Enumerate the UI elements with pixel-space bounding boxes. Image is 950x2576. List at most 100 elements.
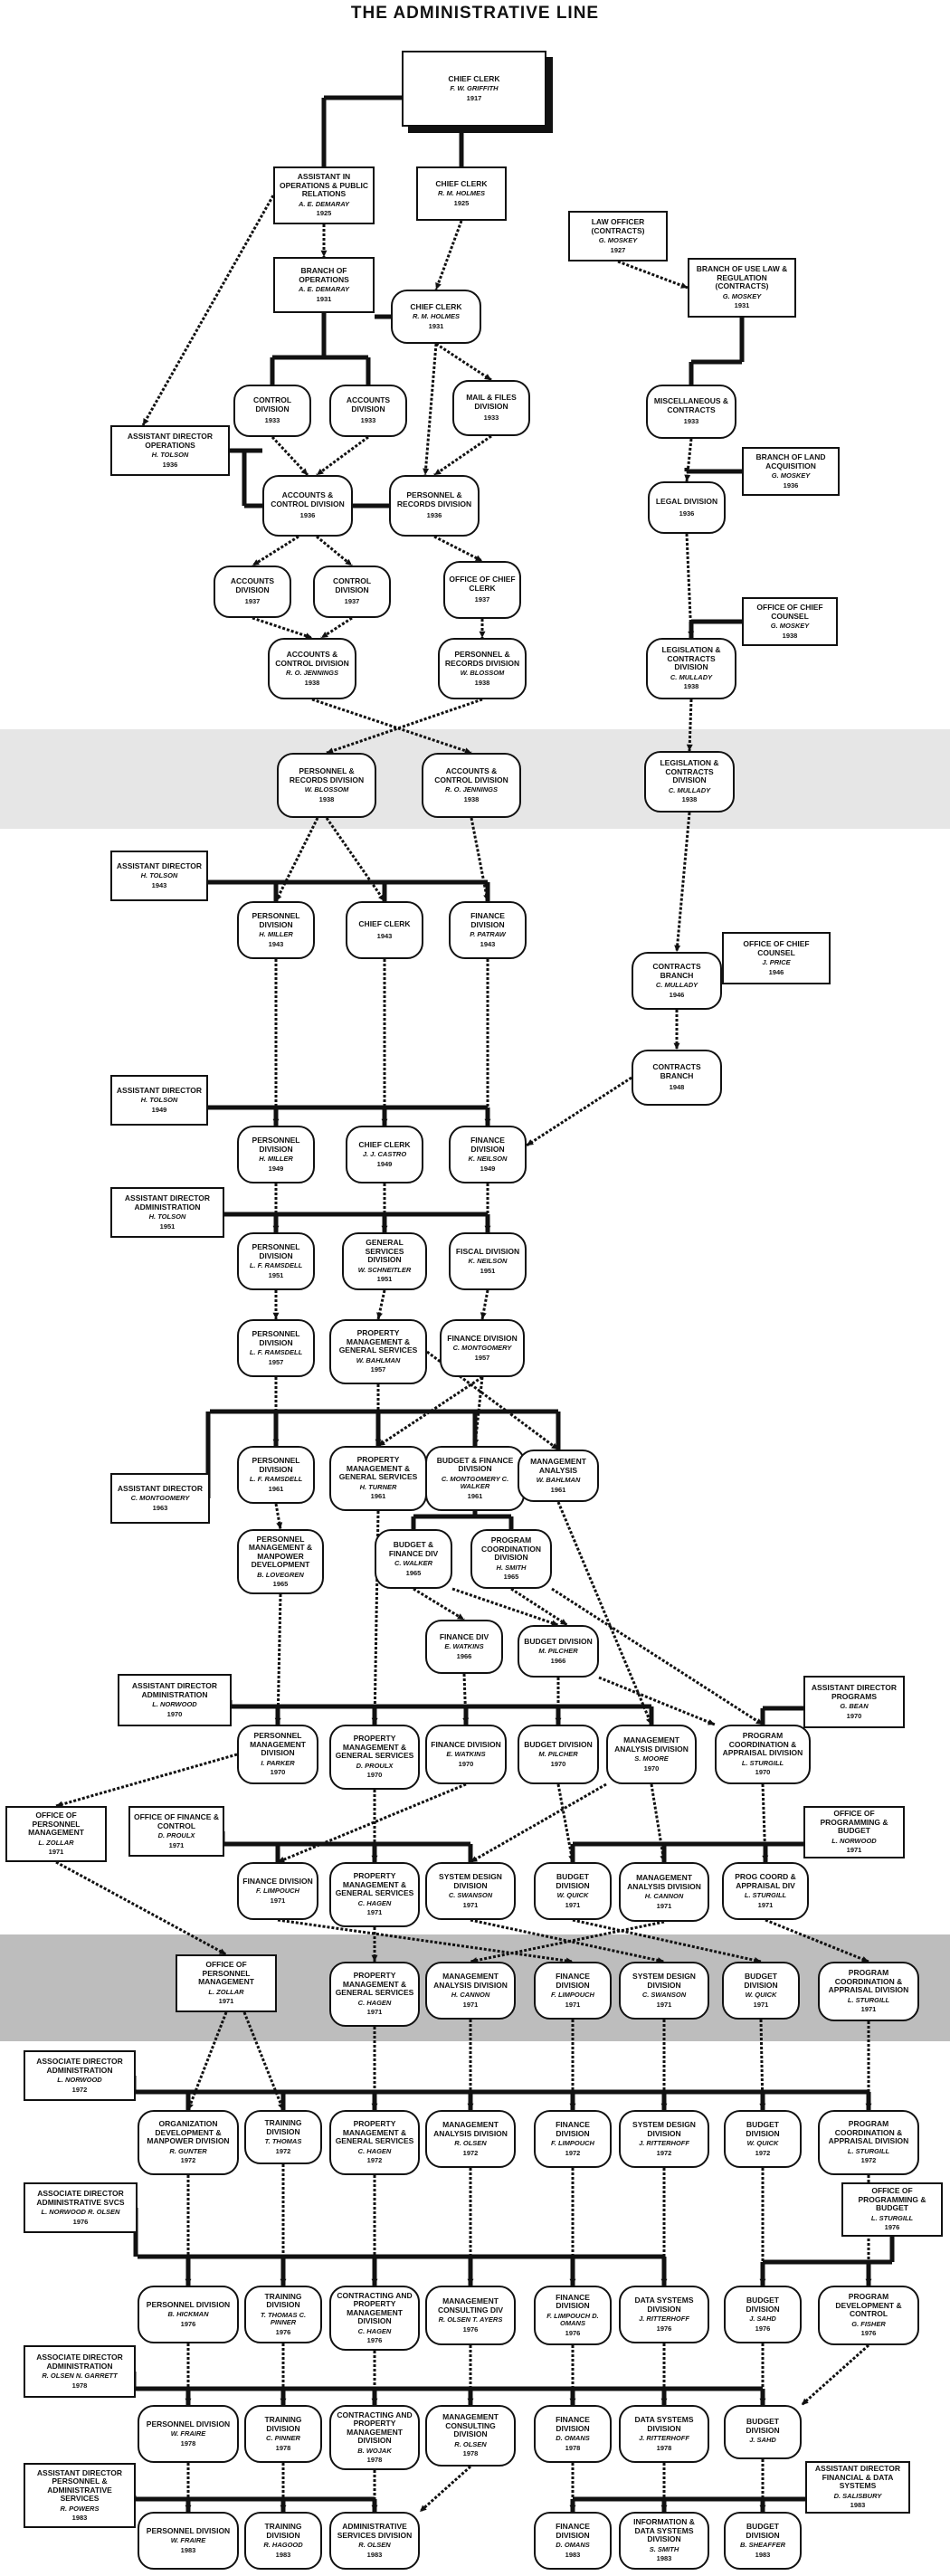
node-person: J. SAHD bbox=[749, 2315, 776, 2324]
node-year: 1971 bbox=[366, 2008, 383, 2017]
node-person: H. MILLER bbox=[259, 1155, 293, 1164]
node-year: 1949 bbox=[268, 1164, 284, 1173]
node-title: PERSONNEL DIVISION bbox=[146, 2299, 231, 2309]
node-person: D. PROULX bbox=[157, 1831, 195, 1840]
node-year: 1972 bbox=[755, 2148, 771, 2157]
arrow-head bbox=[435, 282, 442, 290]
node-person: K. NEILSON bbox=[468, 1155, 508, 1164]
node-year: 1957 bbox=[370, 1365, 386, 1374]
node-year: 1933 bbox=[264, 416, 280, 425]
node-year: 1917 bbox=[466, 93, 482, 102]
node-title: TRAINING DIVISION bbox=[264, 2522, 302, 2540]
transfer-line bbox=[470, 1918, 665, 1963]
node-title: ACCOUNTS & CONTROL DIVISION bbox=[271, 490, 345, 509]
node-title: ASSISTANT IN OPERATIONS & PUBLIC RELATIO… bbox=[279, 172, 369, 199]
node-person: L. ZOLLAR bbox=[38, 1838, 74, 1847]
node-year: 1978 bbox=[71, 2381, 88, 2390]
node-person: F. LIMPOUCH D. OMANS bbox=[546, 2311, 599, 2328]
node-year: 1970 bbox=[270, 1768, 286, 1777]
node-title: BUDGET DIVISION bbox=[556, 1872, 590, 1890]
node-title: FINANCE DIVISION bbox=[556, 2522, 590, 2540]
node-title: MANAGEMENT CONSULTING DIV bbox=[437, 2296, 504, 2315]
node-title: PROPERTY MANAGEMENT & GENERAL SERVICES bbox=[335, 1871, 414, 1898]
node-title: CONTRACTS BRANCH bbox=[652, 1062, 701, 1080]
transfer-line bbox=[55, 1753, 238, 1808]
arrow-head bbox=[434, 469, 442, 475]
node-year: 1971 bbox=[168, 1840, 185, 1849]
node-year: 1978 bbox=[656, 2443, 672, 2452]
arrow-head bbox=[143, 418, 149, 425]
node-year: 1978 bbox=[462, 2449, 479, 2458]
node-year: 1937 bbox=[474, 595, 490, 604]
node-year: 1961 bbox=[370, 1492, 386, 1501]
node-year: 1971 bbox=[753, 2000, 769, 2009]
node-year: 1936 bbox=[162, 460, 178, 469]
node-year: 1976 bbox=[462, 2324, 479, 2334]
org-node: ORGANIZATION DEVELOPMENT & MANPOWER DIVI… bbox=[138, 2110, 239, 2175]
node-person: B. HICKMAN bbox=[167, 2310, 209, 2319]
node-title: PERSONNEL DIVISION bbox=[252, 1242, 300, 1260]
node-person: B. SHEAFFER bbox=[739, 2541, 785, 2550]
node-year: 1936 bbox=[783, 480, 799, 490]
node-year: 1937 bbox=[344, 597, 360, 606]
node-year: 1972 bbox=[275, 2146, 291, 2155]
node-person: J. SAHD bbox=[749, 2436, 776, 2445]
node-person: F. W. GRIFFITH bbox=[450, 84, 499, 93]
node-person: R. OLSEN bbox=[358, 2541, 391, 2550]
node-person: L. STURGILL bbox=[847, 2146, 890, 2155]
node-title: CHIEF CLERK bbox=[435, 178, 488, 188]
node-person: E. WATKINS bbox=[444, 1642, 484, 1651]
node-title: ASSISTANT DIRECTOR bbox=[117, 1483, 204, 1493]
node-person: F. LIMPOUCH bbox=[256, 1887, 299, 1896]
transfer-line bbox=[141, 195, 275, 426]
node-year: 1971 bbox=[565, 1900, 581, 1909]
arrow-head bbox=[464, 747, 471, 755]
node-title: OFFICE OF CHIEF COUNSEL bbox=[743, 939, 810, 957]
node-year: 1961 bbox=[467, 1491, 483, 1500]
node-person: T. THOMAS bbox=[264, 2137, 302, 2146]
transfer-line bbox=[320, 616, 353, 640]
node-person: I. PARKER bbox=[261, 1758, 295, 1767]
arrow-head bbox=[376, 1312, 383, 1319]
node-person: L. F. RAMSDELL bbox=[249, 1475, 303, 1484]
transfer-line bbox=[470, 1782, 607, 1864]
node-year: 1933 bbox=[683, 417, 699, 426]
node-year: 1983 bbox=[71, 2514, 88, 2523]
node-year: 1976 bbox=[366, 2336, 383, 2345]
org-node: BRANCH OF USE LAW & REGULATION (CONTRACT… bbox=[688, 258, 796, 318]
node-person: C. MONTGOMERY bbox=[130, 1494, 190, 1503]
node-title: PERSONNEL DIVISION bbox=[146, 2525, 231, 2535]
node-title: BUDGET DIVISION bbox=[746, 2296, 780, 2314]
node-title: PERSONNEL DIVISION bbox=[252, 1329, 300, 1347]
node-title: CONTRACTS BRANCH bbox=[652, 962, 701, 980]
node-year: 1970 bbox=[366, 1771, 383, 1780]
node-year: 1966 bbox=[456, 1651, 472, 1660]
node-title: PERSONNEL MANAGEMENT DIVISION bbox=[250, 1731, 306, 1758]
node-person: B. WOJAK bbox=[357, 2446, 392, 2455]
node-title: FINANCE DIVISION bbox=[242, 1876, 313, 1886]
node-title: PROPERTY MANAGEMENT & GENERAL SERVICES bbox=[335, 1734, 414, 1761]
node-title: ACCOUNTS DIVISION bbox=[230, 576, 275, 594]
node-year: 1983 bbox=[656, 2554, 672, 2563]
arrow-head bbox=[708, 1719, 715, 1725]
node-title: PERSONNEL DIVISION bbox=[146, 2419, 231, 2429]
node-person: J. RITTERHOFF bbox=[639, 2315, 689, 2324]
node-year: 1970 bbox=[166, 1709, 183, 1718]
node-title: MAIL & FILES DIVISION bbox=[466, 393, 517, 411]
node-person: W. BAHLMAN bbox=[356, 1355, 401, 1364]
